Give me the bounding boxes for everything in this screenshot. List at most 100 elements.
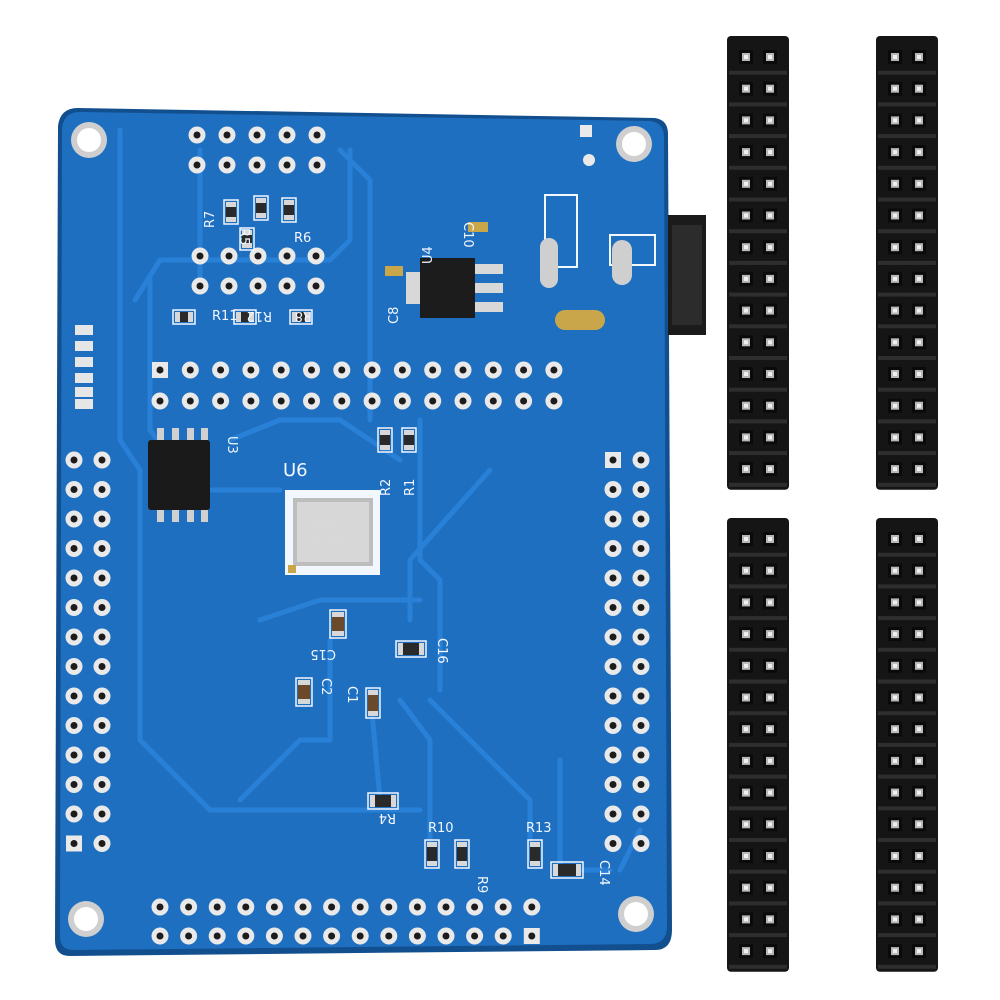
label-r12: R12 [246,308,272,323]
pad [632,658,650,675]
pad [93,746,111,764]
pad [632,835,650,852]
pad [632,599,650,616]
pad [191,247,209,265]
label-r5: R5 [236,228,251,245]
pad [181,361,199,379]
crystal-u6: SEHF 8.000 [285,490,380,575]
smd-part [424,839,440,869]
pad [237,898,255,916]
pad [278,126,296,144]
pad [212,361,230,379]
smd-pad [75,399,93,409]
label-u3: U3 [224,436,239,454]
pad [93,717,111,734]
pad [65,510,83,528]
pad [208,927,226,945]
pad [65,717,83,734]
pad [393,361,411,379]
pad [523,898,541,916]
smd-part [253,195,269,221]
pad [242,361,260,379]
pad [65,746,83,764]
pad [248,156,266,174]
pad [93,599,111,616]
smd-part [401,427,417,453]
pad [545,392,563,410]
pad [333,392,351,410]
smd-part [395,640,427,658]
pad [466,898,484,916]
label-r8: R8 [295,308,312,323]
smd-part [289,309,313,325]
pad [93,687,111,705]
pad [248,126,266,144]
smd-part [367,792,399,810]
pad [333,361,351,379]
pad [65,451,83,469]
smd-components [172,195,584,879]
pad [380,898,398,916]
pad [380,927,398,945]
smd-part [281,197,297,223]
pin-header-3 [727,518,789,972]
pad [494,927,512,945]
pad [65,776,83,793]
label-r11: R11 [212,309,238,324]
pad [308,156,326,174]
pad [272,361,290,379]
smd-pad [75,373,93,383]
pad [65,628,83,646]
pad [65,687,83,705]
pad [604,717,622,734]
pad [65,569,83,587]
pad [363,361,381,379]
pad [294,898,312,916]
pad [151,392,169,410]
pad [351,927,369,945]
pad [632,717,650,734]
pcb-board: SEHF 8.000 R7 R5 R6 R11 R12 R8 U4 C10 C8… [55,108,706,956]
label-r7: R7 [203,211,218,228]
pad [523,928,540,944]
pad [604,599,622,616]
pad [363,392,381,410]
pad [604,776,622,793]
pad [93,540,111,557]
pad [515,361,533,379]
pad [515,392,533,410]
pad [484,361,502,379]
pad [93,481,111,498]
pad [632,510,650,528]
pad [265,898,283,916]
pad [218,156,236,174]
pad [152,362,168,378]
label-c2: C2 [318,678,333,695]
crystal-marking-line2: 8.000 [312,535,345,548]
pad [632,481,650,498]
pin-header-2 [876,36,938,490]
smd-part [329,609,347,639]
pad [632,540,650,557]
pad [220,247,238,265]
smd-pad [75,341,93,351]
pad [278,156,296,174]
label-r1: R1 [403,479,418,496]
pad [278,277,296,295]
mounting-holes [68,122,654,937]
pad [180,927,198,945]
pad [632,628,650,646]
label-r2: R2 [379,479,394,496]
smd-part [233,309,257,325]
pad [208,898,226,916]
pad [93,658,111,675]
label-c14: C14 [596,860,611,886]
label-c1: C1 [344,686,359,703]
pad [604,746,622,764]
pad [604,835,622,852]
pad [632,805,650,823]
pad [308,126,326,144]
pad [632,746,650,764]
pad [65,805,83,823]
